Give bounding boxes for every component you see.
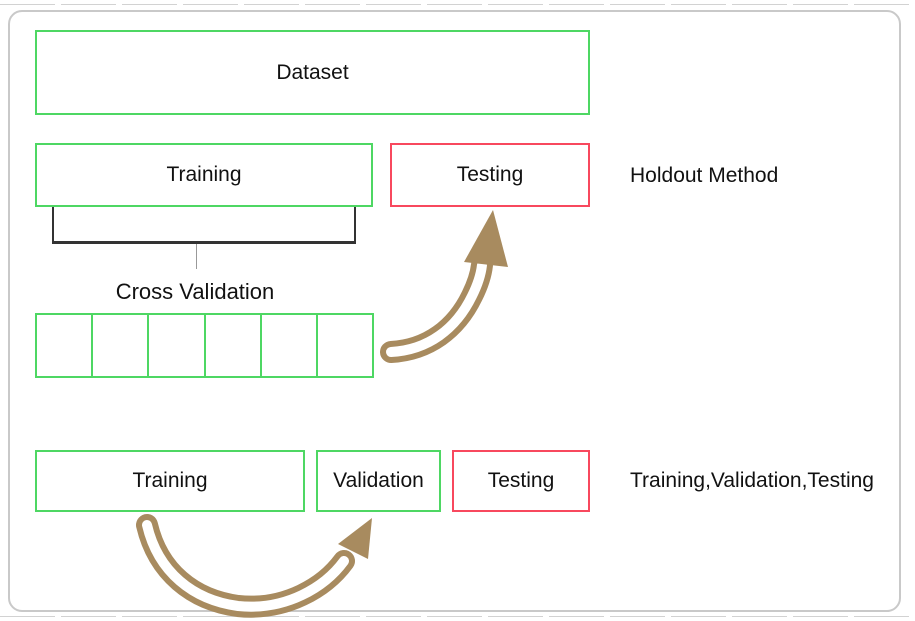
cv-fold-cell (37, 315, 94, 376)
holdout-training-label: Training (166, 163, 242, 186)
final-validation-box: Validation (316, 450, 441, 512)
dataset-box: Dataset (35, 30, 590, 115)
bracket-right-line (354, 207, 356, 242)
cross-validation-title: Cross Validation (115, 279, 275, 304)
final-validation-label: Validation (333, 469, 424, 492)
final-training-box: Training (35, 450, 305, 512)
holdout-training-box: Training (35, 143, 373, 207)
final-testing-box: Testing (452, 450, 590, 512)
bracket-bottom-line (52, 241, 356, 244)
final-training-label: Training (132, 469, 208, 492)
bracket-left-line (52, 207, 54, 242)
cv-fold-cell (262, 315, 318, 376)
bracket-center-stem (196, 244, 197, 269)
holdout-method-caption: Holdout Method (630, 164, 779, 187)
cv-fold-cell (149, 315, 206, 376)
cv-fold-cell (93, 315, 150, 376)
final-split-caption: Training,Validation,Testing (630, 469, 874, 492)
holdout-testing-box: Testing (390, 143, 590, 207)
cv-fold-cell (318, 315, 372, 376)
final-testing-label: Testing (487, 469, 555, 492)
cv-fold-cell (206, 315, 262, 376)
bottom-dashed-guide (0, 616, 915, 617)
top-dashed-guide (0, 4, 915, 5)
holdout-testing-label: Testing (456, 163, 524, 186)
cross-validation-folds-strip (35, 313, 374, 378)
dataset-label: Dataset (276, 60, 349, 84)
